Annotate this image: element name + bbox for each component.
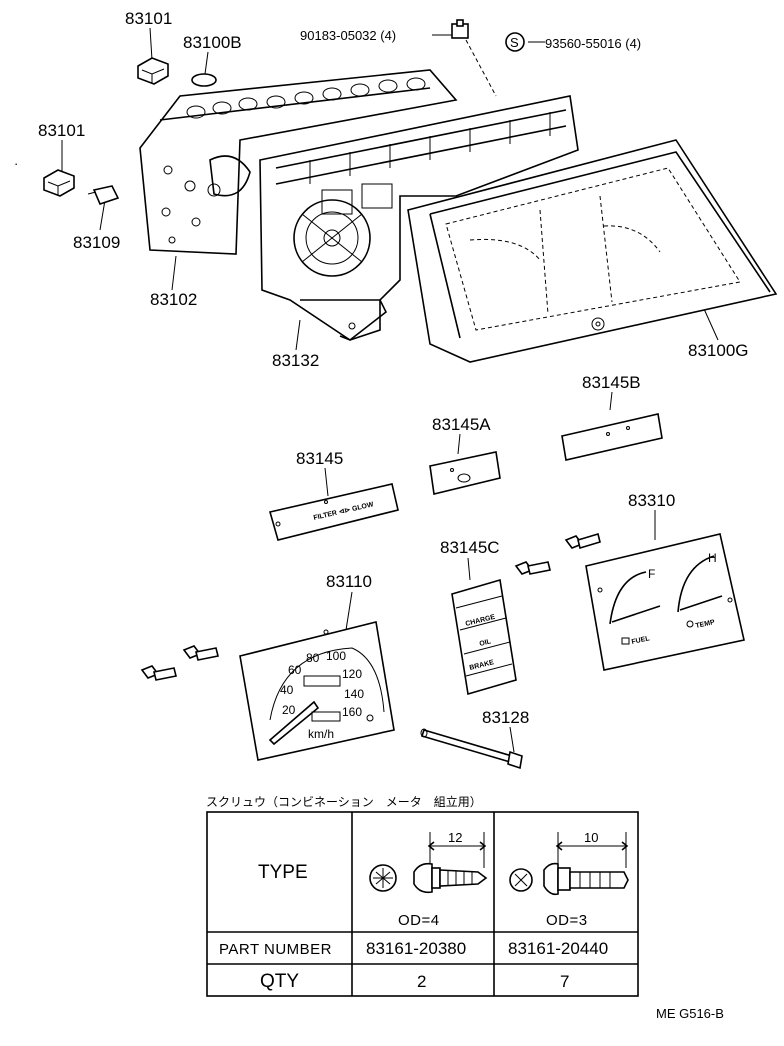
screw-83310-top [564, 532, 601, 550]
type-header: TYPE [258, 862, 308, 883]
footer-code: ME G516-B [656, 1006, 724, 1021]
tick-60: 60 [288, 663, 302, 677]
leader-lines [61, 27, 719, 753]
indicator-panel-83145b [561, 413, 663, 461]
screw-type-od4: 12 OD=4 [369, 830, 488, 929]
od-value-od3: OD=3 [546, 912, 588, 929]
trip-reset-knob-83128 [420, 728, 523, 770]
label-83109: 83109 [73, 233, 120, 252]
label-90183-05032: 90183-05032 (4) [300, 28, 396, 43]
speedometer-ticks: 20 40 60 80 100 120 140 160 [280, 649, 364, 719]
fuel-full-mark: F [648, 567, 655, 581]
indicator-panel-83145a [429, 451, 501, 495]
label-83128: 83128 [482, 708, 529, 727]
tick-160: 160 [342, 705, 362, 719]
label-83132: 83132 [272, 351, 319, 370]
fuel-temp-gauge-83310: F H FUEL TEMP [585, 533, 745, 671]
label-83145b: 83145B [582, 373, 641, 392]
label-83100b: 83100B [183, 33, 242, 52]
label-83145a: 83145A [432, 415, 491, 434]
screw-93560: S [505, 32, 525, 52]
screw-93560-mark: S [510, 35, 519, 50]
screw-83110-upper [182, 645, 219, 661]
label-93560-55016: 93560-55016 (4) [545, 36, 641, 51]
screw-83110-lower [140, 665, 177, 681]
qty-83161-20380: 2 [417, 972, 426, 991]
temp-text: TEMP [695, 619, 716, 630]
screw-table: TYPE PART NUMBER QTY 12 OD=4 83161-20380… [206, 811, 639, 997]
part-number-83161-20380: 83161-20380 [366, 939, 466, 958]
label-83102: 83102 [150, 290, 197, 309]
clip-90183 [451, 19, 497, 97]
label-83100g: 83100G [688, 341, 749, 360]
dimension-od3: 10 [584, 830, 598, 845]
tick-140: 140 [344, 687, 364, 701]
tick-80: 80 [306, 651, 320, 665]
part-number-83161-20440: 83161-20440 [508, 939, 608, 958]
label-83310: 83310 [628, 491, 675, 510]
fuel-text: FUEL [631, 635, 651, 646]
label-83145c: 83145C [440, 538, 500, 557]
meter-case-83132 [259, 95, 579, 341]
part-number-header: PART NUMBER [219, 941, 332, 958]
bulb-83109 [87, 185, 120, 205]
small-mark: · [14, 156, 18, 171]
od-value-od4: OD=4 [398, 912, 440, 929]
screw-table-title: スクリュウ（コンビネーション メータ 組立用） [206, 794, 482, 809]
speedometer-83110: 20 40 60 80 100 120 140 160 km/h [239, 621, 395, 761]
circuit-plate-83102 [139, 69, 458, 255]
tick-40: 40 [280, 683, 294, 697]
kmh-text: km/h [308, 727, 334, 741]
indicator-panel-83145c: CHARGE OIL BRAKE [451, 578, 517, 696]
screw-type-od3: 10 OD=3 [509, 830, 629, 929]
bulb-socket-83101-left [43, 169, 75, 197]
bulb-socket-83101-top [137, 57, 169, 85]
label-83101-top: 83101 [125, 9, 172, 28]
tick-20: 20 [282, 703, 296, 717]
label-83110: 83110 [326, 572, 372, 591]
temp-hot-mark: H [708, 551, 717, 565]
label-83101-left: 83101 [38, 121, 85, 140]
screw-83310-left [514, 561, 551, 575]
tick-120: 120 [342, 667, 362, 681]
combination-meter-glass-83100g [407, 139, 778, 363]
qty-header: QTY [260, 971, 299, 992]
indicator-panel-83145: FILTER ⊲⊳ GLOW [268, 483, 399, 541]
bulb-83100b [191, 73, 217, 87]
dimension-od4: 12 [448, 830, 462, 845]
label-83145: 83145 [296, 449, 343, 468]
tick-100: 100 [326, 649, 346, 663]
oil-text: OIL [479, 638, 493, 648]
qty-83161-20440: 7 [560, 972, 569, 991]
